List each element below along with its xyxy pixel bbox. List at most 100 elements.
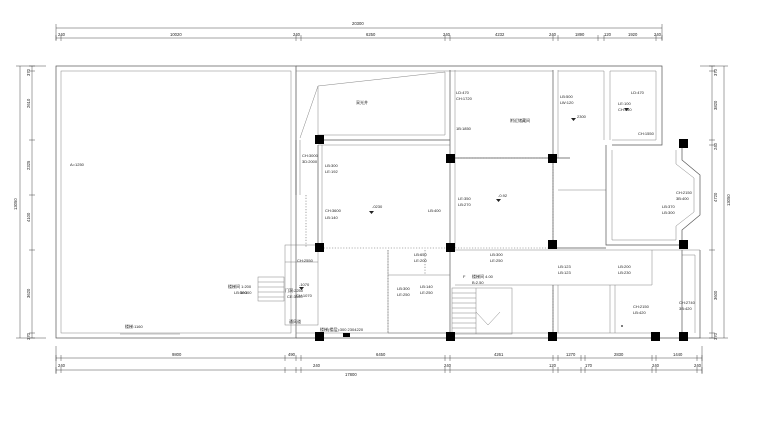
structural-columns	[315, 135, 688, 341]
label-corr-6: LB:123	[558, 264, 571, 269]
bottom-dim-13: 1440	[673, 352, 683, 357]
bottom-dim-5: 6450	[376, 352, 386, 357]
column	[548, 240, 557, 249]
left-dim-3: 2325	[26, 160, 31, 170]
label-center-4: LB:140	[325, 215, 338, 220]
label-bottom-right-3: CH:2740	[679, 300, 696, 305]
beam-lines	[305, 157, 554, 333]
top-dim-8: 1890	[575, 32, 585, 37]
right-overall-dim: 13050	[726, 194, 731, 206]
label-corr-5: LE:250	[490, 258, 503, 263]
column	[651, 332, 660, 341]
label-far-right-4: CH:1550	[638, 131, 655, 136]
top-dim-3: 240	[293, 32, 301, 37]
label-lower-6: LE:250	[420, 290, 433, 295]
label-bottom-left: 楼梯:1160	[125, 323, 143, 329]
bottom-dim-14: 240	[694, 363, 702, 368]
label-bottom-right-1: CH:2150	[633, 304, 650, 309]
left-dim-2: 2610	[26, 98, 31, 108]
column	[446, 243, 455, 252]
outer-walls	[55, 65, 701, 339]
column	[679, 332, 688, 341]
column	[315, 332, 324, 341]
label-stair-2: LB:300	[234, 290, 247, 295]
label-right-room-2: LW:120	[560, 100, 574, 105]
label-corr-8: LB:200	[618, 264, 631, 269]
column	[315, 243, 324, 252]
bottom-dim-8: 120	[549, 363, 557, 368]
bottom-dim-4: 240	[313, 363, 321, 368]
top-dim-7: 240	[549, 32, 557, 37]
right-dimension-chain: 370 3820 240 4720 13050 3600 370	[700, 65, 731, 340]
label-lower-2: CE:3100	[287, 294, 303, 299]
label-bay-2: 3B:400	[676, 196, 689, 201]
left-dim-6: 370	[26, 332, 31, 340]
label-lower-3: LB:300	[397, 286, 410, 291]
top-dimension-chain: 20300 240 10020 240 6250 240 4232 240 18…	[55, 21, 663, 41]
label-storage: 附近储藏间	[510, 117, 530, 123]
label-center-left-2: 3D:2000	[302, 159, 318, 164]
bottom-dim-11: 2830	[614, 352, 624, 357]
left-dim-5: 3620	[26, 288, 31, 298]
right-dim-6: 370	[713, 332, 718, 340]
label-bay-4: LB:300	[662, 210, 675, 215]
column	[315, 135, 324, 144]
label-center-3: CH:3600	[325, 208, 342, 213]
label-lower-4: LE:250	[397, 292, 410, 297]
label-right-room-3: 2300	[577, 114, 587, 119]
label-corr-4: LB:300	[490, 252, 503, 257]
label-bottom-right-4: 3B:420	[679, 306, 692, 311]
label-far-right-1: LD:470	[631, 90, 645, 95]
label-stair-5: CH:1070	[296, 293, 313, 298]
label-lower-9: B:2.50	[472, 280, 484, 285]
level-markers	[120, 108, 629, 335]
label-corr-2: LB:650	[414, 252, 427, 257]
right-dim-2: 3820	[713, 100, 718, 110]
label-corr-3: LE:200	[414, 258, 427, 263]
column	[343, 333, 350, 337]
top-dim-1: 240	[58, 32, 66, 37]
label-small-mark: F	[463, 274, 466, 279]
bottom-dim-6: 240	[444, 363, 452, 368]
label-far-right-2: LE:100	[618, 101, 631, 106]
top-dim-10: 1920	[628, 32, 638, 37]
label-bay-3: LB:370	[662, 204, 675, 209]
label-bottom-right-2: LB:420	[633, 310, 646, 315]
label-center-9: -0.92	[498, 193, 508, 198]
top-dim-5: 240	[443, 32, 451, 37]
label-right-room-1: LB:500	[560, 94, 573, 99]
label-left-hall: A=1250	[70, 162, 85, 167]
label-stair-1: 楼梯间 1:200	[228, 283, 252, 289]
label-lower-1: 门洞:2250	[285, 287, 304, 293]
bottom-dim-12: 240	[652, 363, 660, 368]
label-corr-9: LB:230	[618, 270, 631, 275]
label-center-2: LE:192	[325, 169, 338, 174]
label-center-1: LB:300	[325, 163, 338, 168]
left-dim-4: 4100	[26, 212, 31, 222]
top-overall-dim: 20300	[352, 21, 364, 26]
column	[548, 332, 557, 341]
bottom-dimension-chain: 240 9800 490 240 6450 240 4261 120 1270 …	[55, 346, 703, 377]
label-mid-top-1: LD:470	[456, 90, 470, 95]
bottom-dim-7: 4261	[494, 352, 504, 357]
column	[679, 240, 688, 249]
bottom-overall-dim: 17800	[345, 372, 357, 377]
interior-walls	[284, 66, 701, 338]
bottom-dim-10: 170	[585, 363, 593, 368]
label-corr-1: CH:2550	[297, 258, 314, 263]
label-skylight: 采光井	[356, 99, 368, 105]
label-center-7: LE:350	[458, 196, 471, 201]
label-lower-8: 楼梯间 4.00	[472, 273, 494, 279]
left-dimension-chain: 13050 370 2610 2325 4100 3620 370	[13, 65, 46, 340]
stair-center	[451, 287, 513, 335]
right-dim-5: 3600	[713, 290, 718, 300]
top-dim-4: 6250	[366, 32, 376, 37]
label-center-left-1: CH:3000	[302, 153, 319, 158]
label-bottom-center: 楼梯(楼层):300 2304220	[320, 326, 364, 332]
left-dim-1: 370	[26, 68, 31, 76]
column	[446, 332, 455, 341]
label-center-5: -0230	[372, 204, 383, 209]
top-dim-11: 240	[654, 32, 662, 37]
bottom-dim-2: 9800	[172, 352, 182, 357]
